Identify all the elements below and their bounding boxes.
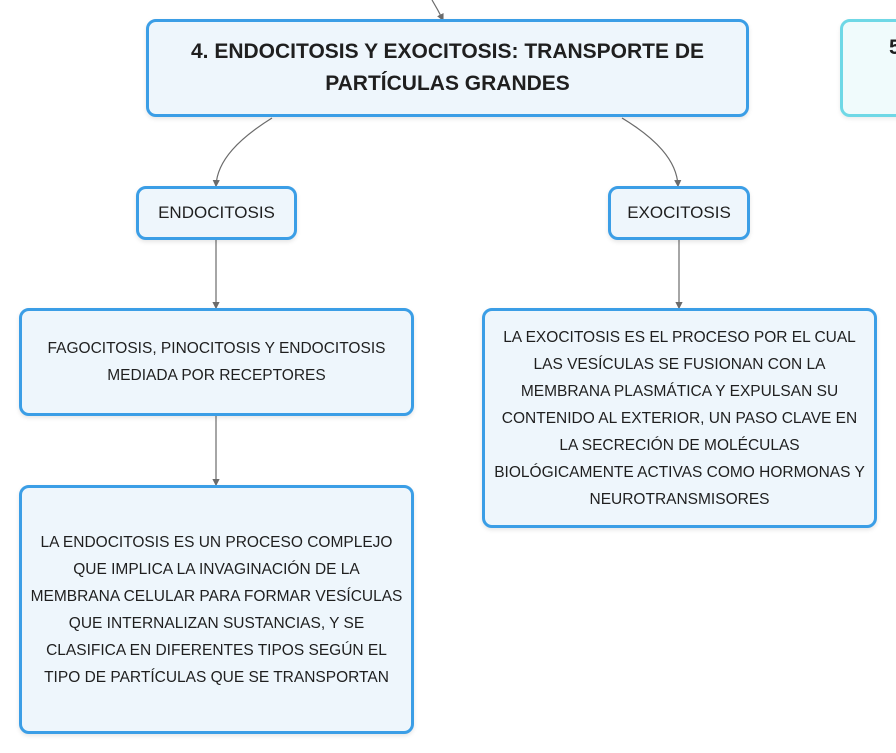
endocitosis-description-node[interactable]: LA ENDOCITOSIS ES UN PROCESO COMPLEJO QU… [19,485,414,734]
endocitosis-node[interactable]: ENDOCITOSIS [136,186,297,240]
main-topic-text: 4. ENDOCITOSIS Y EXOCITOSIS: TRANSPORTE … [190,40,705,95]
endocitosis-types-node[interactable]: FAGOCITOSIS, PINOCITOSIS Y ENDOCITOSIS M… [19,308,414,416]
endocitosis-description-text: LA ENDOCITOSIS ES UN PROCESO COMPLEJO QU… [30,533,403,686]
connector-main-exocitosis [621,117,682,188]
connector-main-endocitosis [212,117,273,188]
exocitosis-node[interactable]: EXOCITOSIS [608,186,750,240]
connector-incoming [431,0,444,22]
endocitosis-label: ENDOCITOSIS [158,203,275,222]
next-topic-number: 5 [889,36,896,59]
next-topic-node-partial[interactable]: 5 [840,19,896,117]
exocitosis-description-text: LA EXOCITOSIS ES EL PROCESO POR EL CUAL … [494,328,865,508]
exocitosis-description-node[interactable]: LA EXOCITOSIS ES EL PROCESO POR EL CUAL … [482,308,877,528]
endocitosis-types-text: FAGOCITOSIS, PINOCITOSIS Y ENDOCITOSIS M… [47,340,386,384]
exocitosis-label: EXOCITOSIS [627,203,731,222]
main-topic-node[interactable]: 4. ENDOCITOSIS Y EXOCITOSIS: TRANSPORTE … [146,19,749,117]
